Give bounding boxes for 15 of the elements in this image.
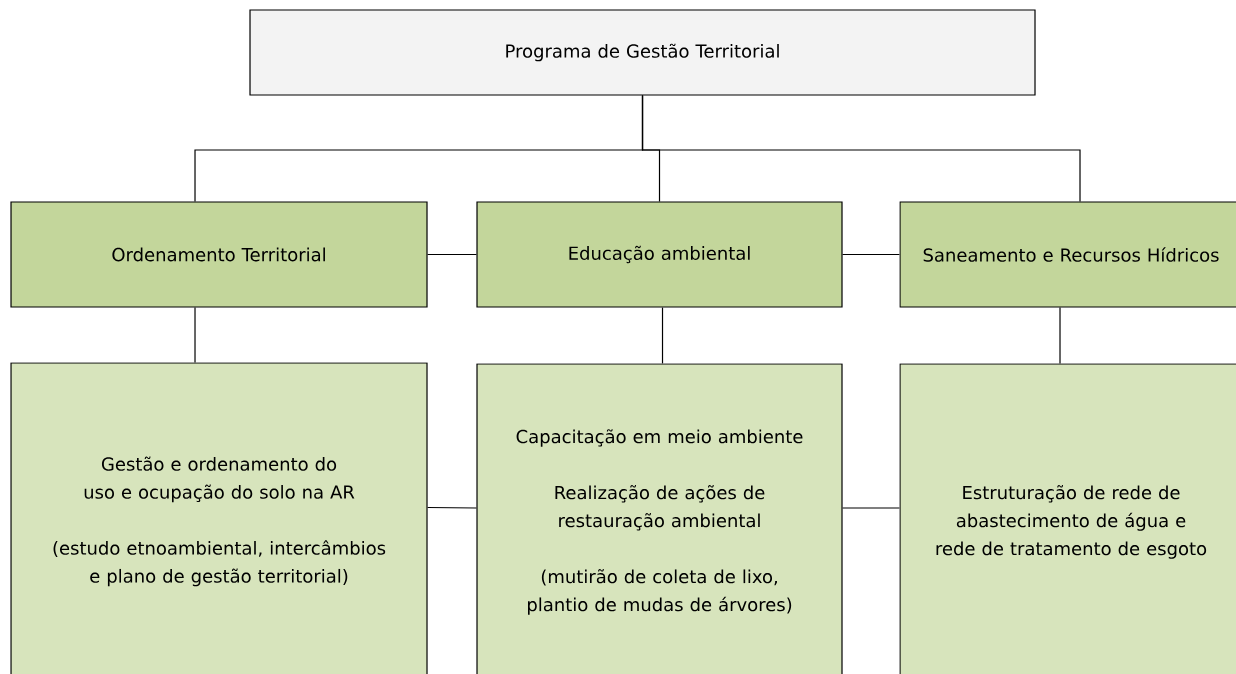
detail-box: Gestão e ordenamento do uso e ocupação do solo na AR (estudo etnoambiental, intercâmbios e plano de gestão territorial) bbox=[10, 362, 428, 674]
connector-line bbox=[641, 95, 1081, 202]
connector-line bbox=[1059, 307, 1061, 364]
connector-line bbox=[427, 253, 477, 256]
category-box: Ordenamento Territorial bbox=[10, 201, 428, 308]
detail-box: Capacitação em meio ambiente Realização de ações de restauração ambiental (mutirão de coleta de lixo, plantio de mudas de árvores) bbox=[476, 363, 843, 674]
detail-box: Estruturação de rede de abastecimento de água e rede de tratamento de esgoto bbox=[899, 363, 1236, 674]
connector-line bbox=[661, 307, 664, 364]
category-box: Educação ambiental bbox=[476, 201, 843, 308]
connector-line bbox=[194, 307, 196, 363]
connector-line bbox=[842, 253, 900, 256]
connector-line bbox=[842, 507, 900, 509]
category-box: Saneamento e Recursos Hídricos bbox=[899, 201, 1236, 308]
title-box: Programa de Gestão Territorial bbox=[249, 9, 1036, 96]
connector-line bbox=[427, 506, 477, 509]
